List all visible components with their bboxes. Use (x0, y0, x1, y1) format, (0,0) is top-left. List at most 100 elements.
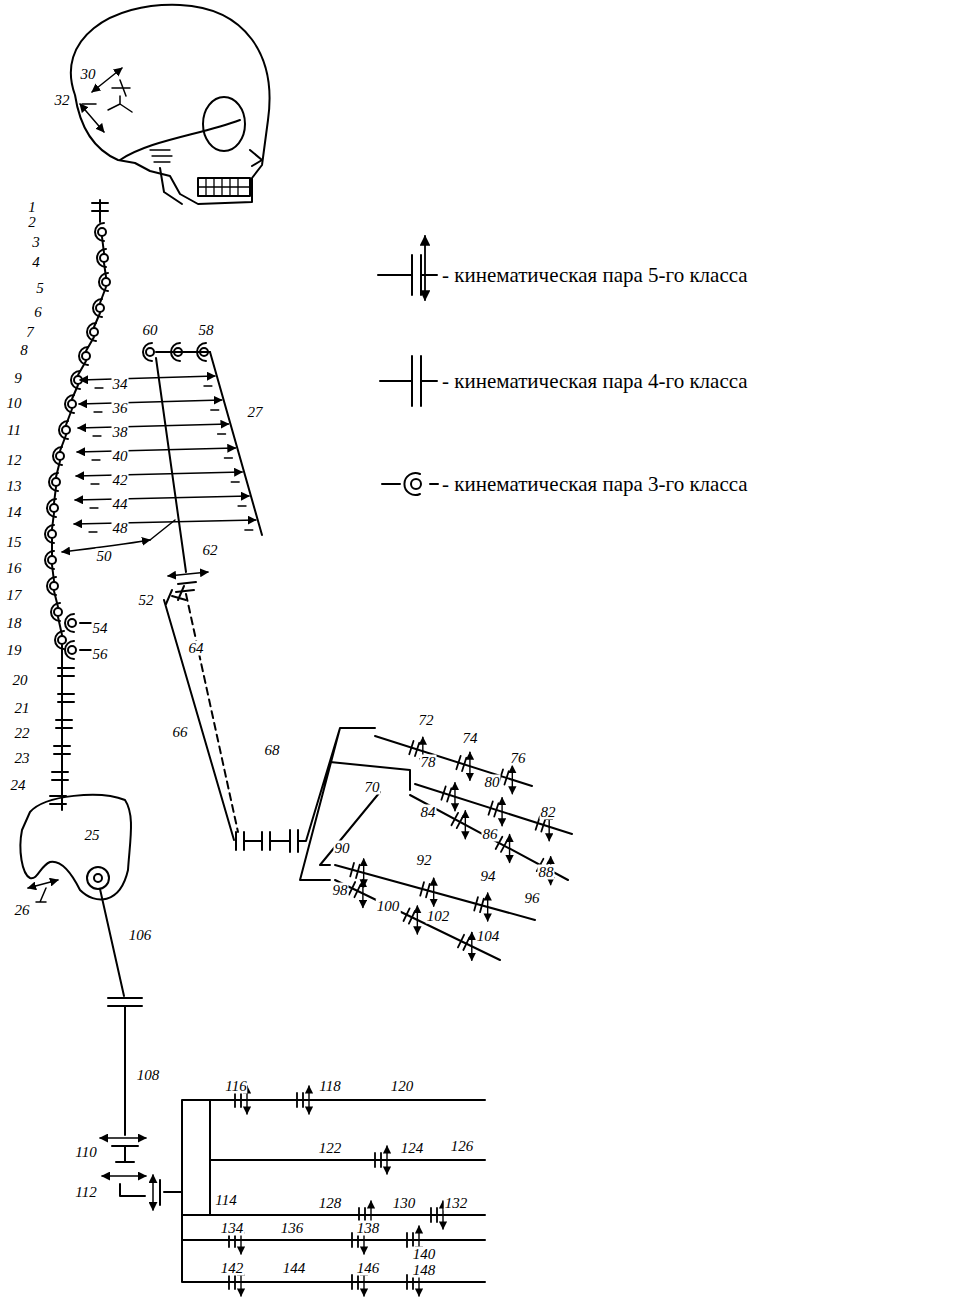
callout-number: 15 (6, 535, 23, 550)
wrist-pair (236, 830, 298, 852)
callout-number: 96 (524, 891, 541, 906)
callout-number: 138 (356, 1221, 381, 1236)
callout-number: 4 (31, 255, 41, 270)
subtalar-arrow (102, 1175, 146, 1177)
ball-joint (200, 348, 208, 356)
pair-5-arrow (471, 932, 472, 960)
ball-socket (65, 641, 74, 659)
callout-number: 126 (450, 1139, 475, 1154)
pair-4-symbol (54, 746, 70, 754)
skull-outline (71, 5, 270, 204)
callout-number: 10 (6, 396, 23, 411)
ball-socket (65, 614, 74, 632)
rib-arrow (80, 376, 215, 380)
legend-text: - кинематическая пара 5-го класса (442, 263, 748, 287)
callout-number: 134 (220, 1221, 245, 1236)
callout-number: 92 (416, 853, 433, 868)
link-line (60, 435, 66, 451)
callout-number: 42 (112, 473, 129, 488)
rib-arrow (77, 448, 235, 452)
callout-number: 146 (356, 1261, 381, 1276)
callout-number: 21 (14, 701, 31, 716)
link-line (78, 361, 86, 375)
link-line (54, 487, 56, 503)
pair-5-arrow (386, 1146, 387, 1174)
link-line (102, 237, 104, 253)
callout-number: 48 (112, 521, 129, 536)
generated-joints (45, 200, 572, 1296)
pair-5-bars (451, 813, 463, 828)
callout-number: 122 (318, 1141, 343, 1156)
pair-5-bars (489, 801, 499, 816)
callout-number: 106 (128, 928, 153, 943)
pair-5-bars (349, 882, 361, 897)
toe-bone (205, 1281, 485, 1283)
ball-joint (102, 278, 110, 286)
link-line (72, 385, 78, 399)
callout-number: 98 (332, 883, 349, 898)
pair-5-bars (474, 897, 483, 912)
callout-number: 64 (188, 641, 205, 656)
callout-number: 3 (31, 235, 41, 250)
pair-5-arrow (469, 752, 470, 780)
pair-5-arrow (512, 766, 513, 794)
radius (164, 600, 234, 840)
link-line (104, 263, 106, 277)
hand-frame (298, 728, 410, 880)
callout-number: 52 (138, 593, 155, 608)
pair-4-symbol (50, 796, 66, 804)
pair-5-bars (297, 1093, 303, 1107)
hip-joint-ball (94, 874, 102, 882)
ball-joint (146, 348, 154, 356)
callout-number: 14 (6, 505, 23, 520)
pelvis-joint (36, 888, 46, 902)
joint-mark (108, 96, 132, 112)
ball-joint (48, 556, 56, 564)
link-line (51, 539, 53, 555)
callout-number: 17 (6, 588, 23, 603)
ball-socket (171, 343, 180, 361)
callout-number: 34 (112, 377, 129, 392)
teeth-lines (198, 178, 250, 196)
pair-5-bars (375, 1153, 381, 1167)
callout-number: 108 (136, 1068, 161, 1083)
pelvis (20, 795, 131, 900)
callout-number: 30 (80, 67, 97, 82)
legend-symbol-5 (378, 236, 437, 300)
pair-5-arrow (362, 880, 363, 908)
pair-5-bars (456, 756, 466, 771)
ball-joint (48, 530, 56, 538)
pair-4-symbol (92, 203, 108, 211)
humerus (156, 358, 186, 572)
toe-bone (215, 1099, 485, 1101)
link-line (94, 313, 100, 327)
foot-link (120, 1180, 182, 1205)
legend-text: - кинематическая пара 3-го класса (442, 472, 748, 496)
ball-joint (50, 504, 58, 512)
pair-5-bars (431, 1208, 437, 1222)
callout-number: 12 (6, 453, 23, 468)
callout-number: 86 (482, 827, 499, 842)
callout-number: 110 (74, 1145, 97, 1160)
pair-5-bars (458, 935, 470, 950)
link-line (56, 461, 60, 477)
callout-number: 88 (538, 865, 555, 880)
callout-number: 44 (112, 497, 129, 512)
ankle-pair (112, 1146, 138, 1162)
callout-number: 54 (92, 621, 109, 636)
callout-number: 140 (412, 1247, 437, 1262)
pair-5-arrow (454, 783, 455, 811)
callout-number: 27 (247, 405, 264, 420)
callout-number: 16 (6, 561, 23, 576)
pair-5-bars (352, 1275, 358, 1289)
callout-number: 24 (10, 778, 27, 793)
legend-text: - кинематическая пара 4-го класса (442, 369, 748, 393)
foot-frame (182, 1100, 265, 1282)
callout-number: 114 (214, 1193, 237, 1208)
pair-5-arrow (509, 835, 510, 863)
callout-number: 50 (96, 549, 113, 564)
callout-number: 18 (6, 616, 23, 631)
pair-5-bars (350, 863, 359, 878)
pair-5-arrow (465, 811, 466, 839)
callout-number: 116 (224, 1079, 247, 1094)
